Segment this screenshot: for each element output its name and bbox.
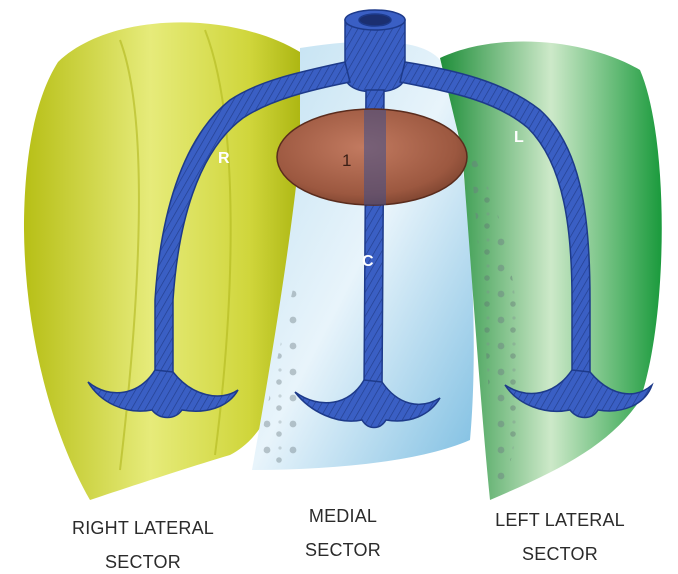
right-sector-line1: RIGHT LATERAL: [18, 511, 268, 545]
right-lateral-sector-caption: RIGHT LATERAL SECTOR: [18, 511, 268, 574]
right-vein-label: R: [218, 150, 230, 167]
left-sector-line1: LEFT LATERAL: [445, 503, 675, 537]
medial-sector-line2: SECTOR: [248, 533, 438, 567]
medial-sector-caption: MEDIAL SECTOR: [248, 499, 438, 567]
left-lateral-sector-caption: LEFT LATERAL SECTOR: [445, 503, 675, 571]
central-vein-label: C: [362, 253, 374, 270]
left-lateral-sector-lobe: [440, 41, 662, 500]
segment-1-label: 1: [342, 151, 351, 170]
inferior-vena-cava: [345, 20, 405, 92]
medial-sector-line1: MEDIAL: [248, 499, 438, 533]
left-vein-label: L: [514, 129, 524, 146]
left-sector-line2: SECTOR: [445, 537, 675, 571]
right-sector-line2: SECTOR: [18, 545, 268, 574]
